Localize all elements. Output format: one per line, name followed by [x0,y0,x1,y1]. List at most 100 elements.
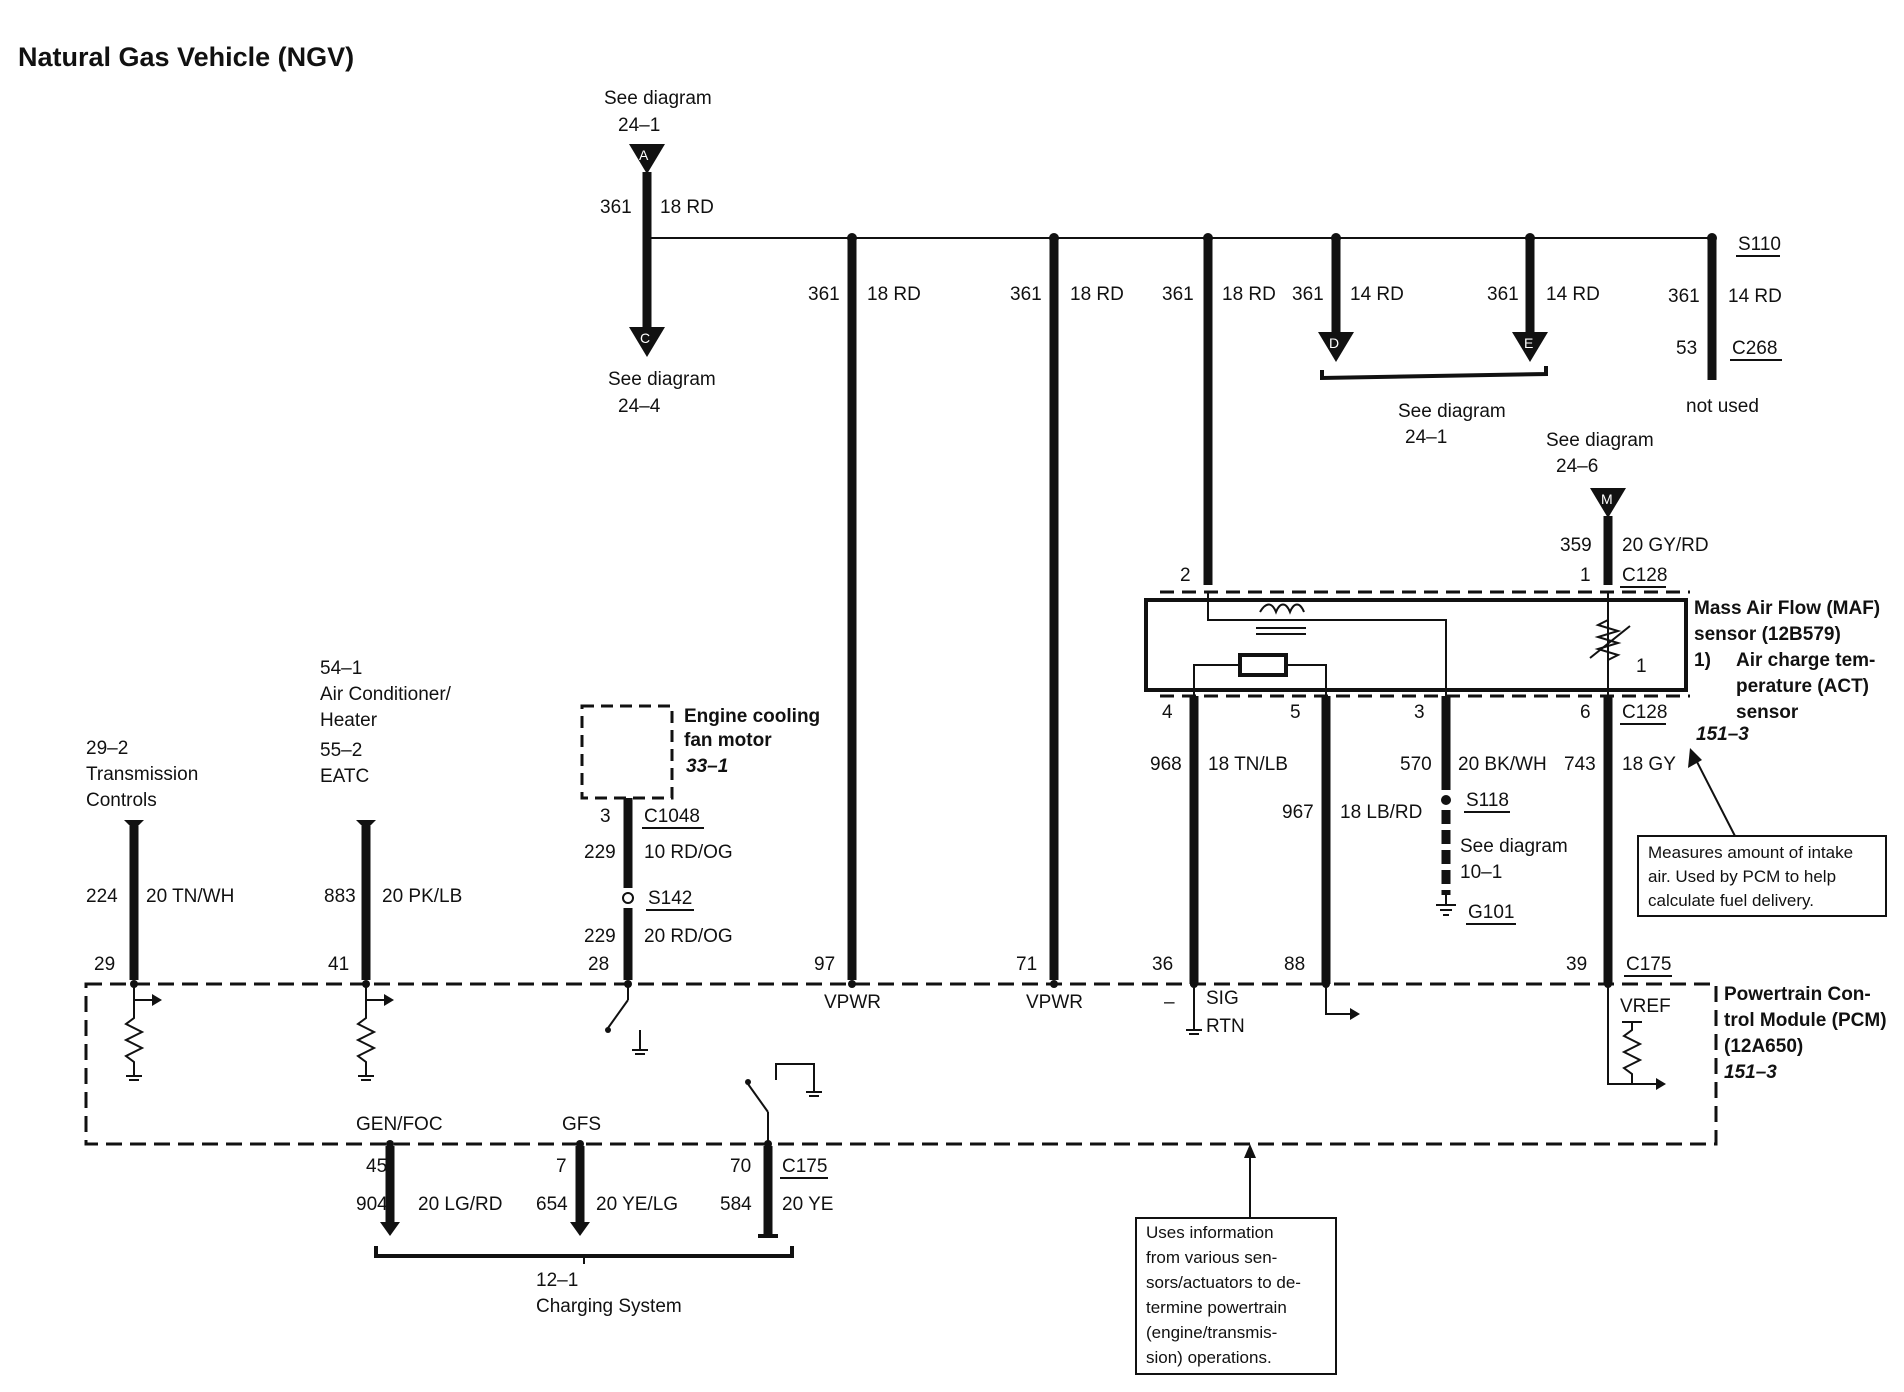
s142-label: S142 [648,888,692,909]
fan-pin: 3 [600,806,611,827]
w654-arrow-icon [570,1222,590,1236]
note-pcm-line2: from various sen- [1146,1248,1277,1267]
note-pcm-line1: Uses information [1146,1223,1274,1242]
note-pcm-line5: (engine/transmis- [1146,1323,1277,1342]
pcm-connector-top: C175 [1626,954,1671,975]
w883-gauge: 20 PK/LB [382,886,462,907]
w584-circuit: 584 [720,1194,752,1215]
w361a-circuit: 361 [808,284,840,305]
ref-m-text1: See diagram [1546,430,1654,451]
maf-pin3: 3 [1414,702,1425,723]
pcm-vpwr2: VPWR [1026,992,1083,1013]
maf-ref: 151–3 [1696,724,1749,745]
act-label2: perature (ACT) [1736,676,1869,697]
pcm-pin-28: 28 [588,954,609,975]
note-maf-line3: calculate fuel delivery. [1648,891,1814,910]
note-maf-line1: Measures amount of intake [1648,843,1853,862]
note-pcm-line3: sors/actuators to de- [1146,1273,1301,1292]
note-maf-arrow-icon [1688,748,1702,768]
pcm-pin-39: 39 [1566,954,1587,975]
s118-ref1: See diagram [1460,836,1568,857]
trans-line2: Controls [86,790,157,811]
act-variable-arrow [1589,625,1631,659]
connector-c-letter: C [640,330,650,346]
pcm-pin-nodes [130,980,1612,988]
ac-line2: Heater [320,710,378,731]
maf-c128-bottom: C128 [1622,702,1667,723]
w361a-gauge: 18 RD [867,284,921,305]
pcm-label1: Powertrain Con- [1724,984,1871,1005]
ac-connector-icon [356,820,376,830]
w229b-gauge: 20 RD/OG [644,926,733,947]
w968-gauge: 18 TN/LB [1208,754,1288,775]
w967-gauge: 18 LB/RD [1340,802,1422,823]
maf-inner-pin: 1 [1636,656,1647,677]
maf-internal-wire2 [1193,664,1240,696]
w361f-circuit: 361 [1668,286,1700,307]
pcm-vref: VREF [1620,996,1671,1017]
note-maf-box [1637,835,1887,917]
note-maf-line2: air. Used by PCM to help [1648,867,1836,886]
w361e-circuit: 361 [1487,284,1519,305]
pcm-pin-88: 88 [1284,954,1305,975]
pcm-ref: 151–3 [1724,1062,1777,1083]
w361e-gauge: 14 RD [1546,284,1600,305]
pcm-vpwr1: VPWR [824,992,881,1013]
w654-circuit: 654 [536,1194,568,1215]
pcm-pin-41: 41 [328,954,349,975]
note-pcm-box [1135,1217,1337,1375]
ref-de-text1: See diagram [1398,401,1506,422]
w584-gauge: 20 YE [782,1194,833,1215]
trans-connector-icon [124,820,144,830]
connector-e-icon [1512,332,1548,362]
pcm-pin-45: 45 [366,1156,387,1177]
maf-sensor-box [1144,598,1688,692]
fan-motor-box [580,704,674,800]
wire-361-top-gauge: 18 RD [660,197,714,218]
maf-pin2: 2 [1180,565,1191,586]
fan-ref: 33–1 [686,756,728,777]
maf-pin6: 6 [1580,702,1591,723]
c268-pin: 53 [1676,338,1697,359]
maf-label2: sensor (12B579) [1694,624,1841,645]
de-bracket [1320,366,1548,381]
g101-ground-icon [1436,895,1456,916]
ac-line1: Air Conditioner/ [320,684,452,705]
note-pcm-line6: sion) operations. [1146,1348,1272,1367]
heater-coil-icon [1259,603,1305,615]
act-num: 1) [1694,650,1711,671]
pcm-minus: – [1164,992,1175,1013]
s118-ref2: 10–1 [1460,862,1502,883]
w904-arrow-icon [380,1222,400,1236]
ref-c-text2: 24–4 [618,396,661,417]
act-label1: Air charge tem- [1736,650,1875,671]
charging-label: Charging System [536,1296,682,1317]
note-pcm-line4: termine powertrain [1146,1298,1287,1317]
c268-label: C268 [1732,338,1777,359]
w968-circuit: 968 [1150,754,1182,775]
note-pcm-arrow-icon [1244,1144,1256,1158]
s110-label: S110 [1738,234,1781,255]
pcm-rtn: RTN [1206,1016,1245,1037]
note-maf-pointer [1693,755,1737,839]
pcm-input-circuit-29 [123,984,162,1081]
charging-ref: 12–1 [536,1270,578,1291]
w361b-gauge: 18 RD [1070,284,1124,305]
pcm-sig-ground-icon [1186,984,1202,1035]
w883-circuit: 883 [324,886,356,907]
pcm-label2: trol Module (PCM) [1724,1010,1887,1031]
w654-gauge: 20 YE/LG [596,1194,678,1215]
w570-circuit: 570 [1400,754,1432,775]
connector-a-icon [629,144,665,174]
connector-m-letter: M [1601,491,1613,507]
wire-361-top-circuit: 361 [600,197,632,218]
g101-label: G101 [1468,902,1514,923]
ref-m-text2: 24–6 [1556,456,1598,477]
fan-line2: fan motor [684,730,772,751]
maf-label1: Mass Air Flow (MAF) [1694,598,1880,619]
w361d-circuit: 361 [1292,284,1324,305]
ac-line3: EATC [320,766,369,787]
connector-d-icon [1318,332,1354,362]
page-title: Natural Gas Vehicle (NGV) [18,42,354,72]
maf-internal-wire1 [1207,592,1447,696]
